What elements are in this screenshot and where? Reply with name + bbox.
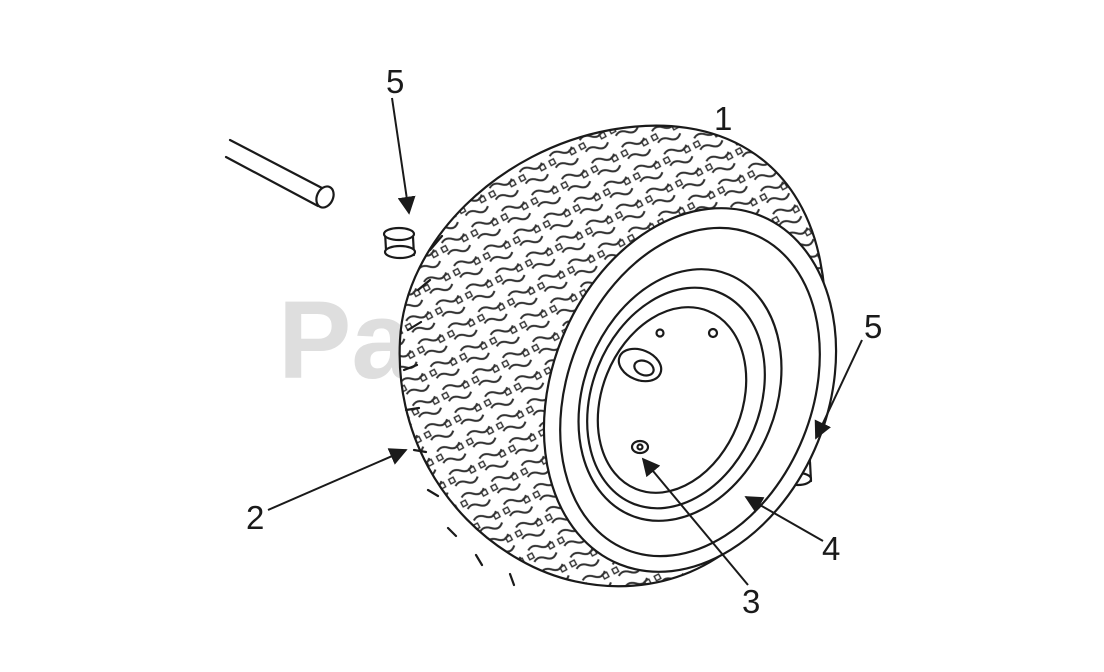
callout-tire: 2: [246, 499, 264, 536]
valve-stem-drawing: [630, 439, 650, 455]
wheel-tire-drawing: [398, 124, 838, 588]
leader-lines: [267, 97, 863, 586]
bushing-left-drawing: [382, 226, 417, 260]
callout-bushing-right: 5: [864, 308, 882, 345]
axle-shaft-drawing: [224, 138, 335, 209]
callout-rim: 4: [822, 530, 840, 567]
callout-bushing-left: 5: [386, 63, 404, 100]
callout-tire-assembly: 1: [714, 100, 732, 137]
callout-valve-stem: 3: [742, 583, 760, 620]
